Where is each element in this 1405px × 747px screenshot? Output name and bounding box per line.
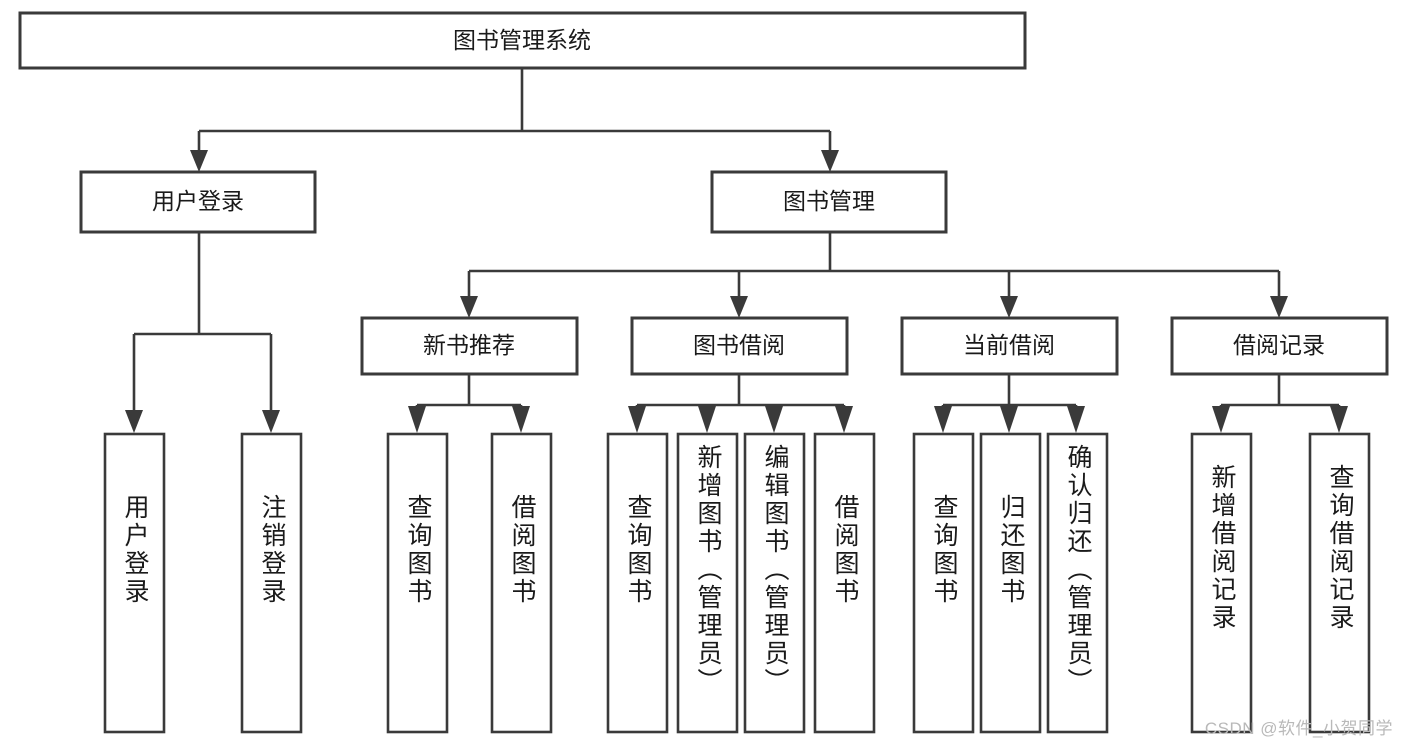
node-box-leaf-user-login-1[interactable] — [103, 432, 166, 734]
node-box-book-manage[interactable] — [710, 170, 948, 234]
node-label-new-book-recommend: 新书推荐 — [423, 332, 515, 358]
node-label-borrow-record: 借阅记录 — [1233, 332, 1325, 358]
node-box-leaf-book-borrow-2[interactable] — [676, 432, 739, 734]
arrow-bm-c2 — [730, 296, 748, 318]
arrow-bm-c1 — [460, 296, 478, 318]
node-box-root[interactable] — [18, 11, 1027, 70]
node-box-user-login[interactable] — [79, 170, 317, 234]
arrow-nb-l2 — [512, 406, 530, 433]
node-box-book-borrow[interactable] — [630, 316, 849, 376]
node-box-leaf-new-book-2[interactable] — [490, 432, 553, 734]
arrow-br-l2 — [1330, 406, 1348, 433]
arrow-cb-l3 — [1067, 406, 1085, 433]
arrow-br-l1 — [1212, 406, 1230, 433]
node-label-root: 图书管理系统 — [453, 27, 591, 53]
node-box-leaf-new-book-1[interactable] — [386, 432, 449, 734]
arrow-cb-l1 — [934, 406, 952, 433]
arrow-root-to-book-manage — [821, 150, 839, 172]
node-box-leaf-current-borrow-1[interactable] — [912, 432, 975, 734]
arrow-bb-l3 — [765, 406, 783, 433]
arrow-bb-l4 — [835, 406, 853, 433]
csdn-watermark: CSDN @软件_小贺同学 — [1204, 719, 1393, 738]
node-box-new-book-recommend[interactable] — [360, 316, 579, 376]
node-box-borrow-record[interactable] — [1170, 316, 1389, 376]
node-box-leaf-book-borrow-3[interactable] — [743, 432, 806, 734]
node-label-book-borrow: 图书借阅 — [693, 332, 785, 358]
node-box-leaf-book-borrow-1[interactable] — [606, 432, 669, 734]
node-boxes: 图书管理系统 用户登录 图书管理 新书推荐 图书借阅 当前借阅 借阅记录 — [18, 11, 1389, 734]
node-box-leaf-current-borrow-3[interactable] — [1046, 432, 1109, 734]
arrow-nb-l1 — [408, 406, 426, 433]
node-box-leaf-book-borrow-4[interactable] — [813, 432, 876, 734]
arrow-bm-c3 — [1000, 296, 1018, 318]
node-label-current-borrow: 当前借阅 — [963, 332, 1055, 358]
arrow-user-login-l2 — [262, 410, 280, 433]
arrow-bb-l2 — [698, 406, 716, 433]
connectors — [125, 68, 1348, 433]
node-box-leaf-borrow-record-2[interactable] — [1308, 432, 1371, 734]
arrow-user-login-l1 — [125, 410, 143, 433]
arrow-root-to-user-login — [190, 150, 208, 172]
arrow-bb-l1 — [628, 406, 646, 433]
node-box-leaf-borrow-record-1[interactable] — [1190, 432, 1253, 734]
node-box-leaf-user-login-2[interactable] — [240, 432, 303, 734]
node-box-leaf-current-borrow-2[interactable] — [979, 432, 1042, 734]
arrow-cb-l2 — [1000, 406, 1018, 433]
node-box-current-borrow[interactable] — [900, 316, 1119, 376]
arrow-bm-c4 — [1270, 296, 1288, 318]
node-label-user-login: 用户登录 — [152, 188, 244, 214]
node-label-book-manage: 图书管理 — [783, 188, 875, 214]
